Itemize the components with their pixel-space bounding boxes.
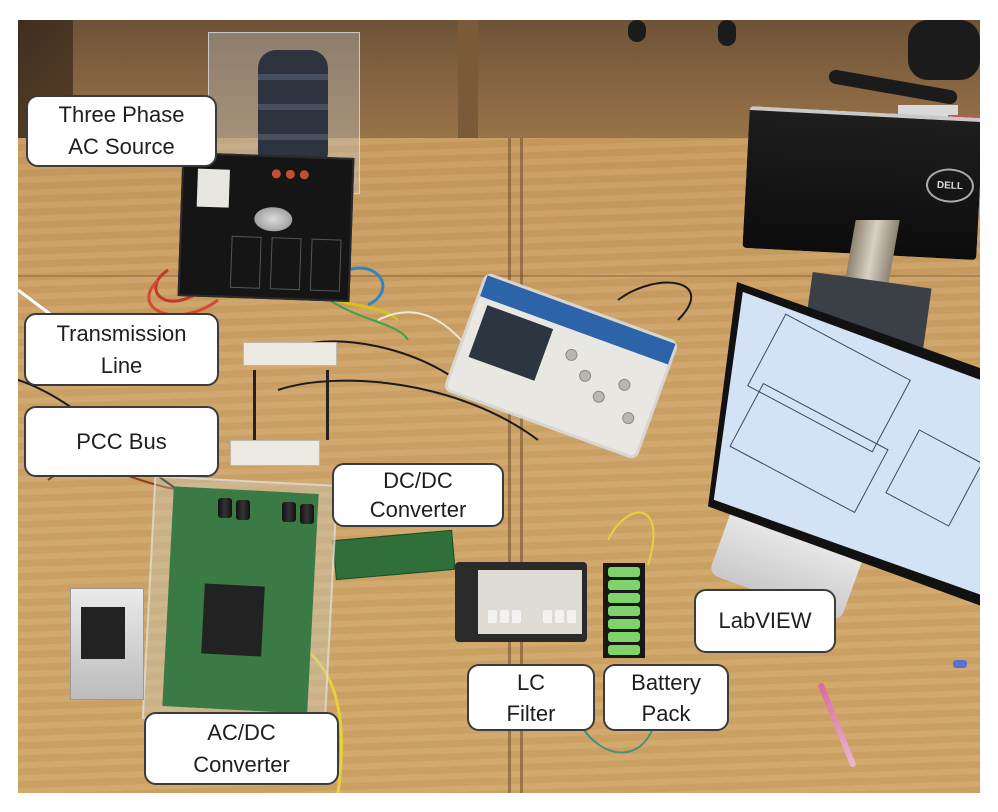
blue-wire xyxy=(347,266,385,307)
capacitor xyxy=(512,610,521,623)
yellow-wire xyxy=(607,511,655,566)
label-line: Converter xyxy=(193,751,290,777)
label-line: PCC Bus xyxy=(76,428,167,454)
label-three-phase-ac-source: Three Phase AC Source xyxy=(26,95,217,167)
knob xyxy=(616,377,633,393)
probe-clips xyxy=(253,370,329,440)
capacitor xyxy=(488,610,497,623)
label-line: Battery xyxy=(631,669,701,695)
power-supply-unit xyxy=(70,588,144,700)
pcc-bus-board xyxy=(230,440,320,466)
terminal-group xyxy=(229,235,262,289)
label-line: Pack xyxy=(641,700,691,726)
capacitor xyxy=(500,610,509,623)
knob xyxy=(620,410,636,426)
capacitor xyxy=(236,500,250,520)
battery-cell xyxy=(608,619,640,629)
terminal-group xyxy=(269,237,302,291)
label-line: Line xyxy=(100,352,143,378)
usb-drive xyxy=(953,660,967,668)
black-wire xyxy=(277,379,539,441)
transmission-line-board xyxy=(243,342,337,366)
capacitor xyxy=(555,610,564,623)
ac-source-panel xyxy=(177,152,355,302)
label-line: Three Phase xyxy=(58,102,185,127)
label-line: Filter xyxy=(506,700,556,726)
black-wire xyxy=(617,281,693,321)
psu-label xyxy=(81,607,125,659)
label-lc-filter: LC Filter xyxy=(467,664,595,731)
battery-cell xyxy=(608,645,640,655)
label-transmission-line: Transmission Line xyxy=(24,313,219,386)
knob xyxy=(577,368,593,384)
red-wire xyxy=(147,278,219,317)
capacitor xyxy=(282,502,296,522)
battery-cell xyxy=(608,632,640,642)
label-line: AC/DC xyxy=(207,719,276,745)
desk-seam xyxy=(520,138,523,793)
cabinet-edge xyxy=(458,20,478,145)
label-battery-pack: Battery Pack xyxy=(603,664,729,731)
capacitor xyxy=(543,610,552,623)
label-line: Transmission xyxy=(56,320,187,346)
knob xyxy=(563,347,580,363)
label-dc-dc-converter: DC/DC Converter xyxy=(332,463,504,527)
knob xyxy=(591,389,607,405)
lc-filter-board xyxy=(478,570,582,634)
label-labview: LabVIEW xyxy=(694,589,836,653)
capacitor xyxy=(300,504,314,524)
terminal-group xyxy=(309,238,342,292)
battery-cell xyxy=(608,567,640,577)
battery-pack-cells xyxy=(603,563,645,658)
chair-wheel xyxy=(628,20,646,42)
label-line: LabVIEW xyxy=(718,608,812,633)
label-pcc-bus: PCC Bus xyxy=(24,406,219,477)
heatsink xyxy=(201,583,265,657)
indicator-light xyxy=(285,169,296,179)
meter xyxy=(196,168,230,208)
chair-wheel xyxy=(718,20,736,46)
indicator-light xyxy=(271,169,282,179)
battery-cell xyxy=(608,580,640,590)
battery-cell xyxy=(608,593,640,603)
label-line: DC/DC xyxy=(383,468,453,493)
chair-seat xyxy=(908,20,980,80)
label-line: AC Source xyxy=(68,134,175,159)
label-line: Converter xyxy=(369,497,467,522)
label-line: LC xyxy=(516,669,546,695)
transformer-coils xyxy=(258,50,328,170)
capacitor xyxy=(567,610,576,623)
labview-monitor xyxy=(708,282,980,612)
capacitor xyxy=(218,498,232,518)
battery-cell xyxy=(608,606,640,616)
indicator-light xyxy=(299,170,309,180)
knob xyxy=(253,206,293,232)
label-ac-dc-converter: AC/DC Converter xyxy=(144,712,339,785)
desk-seam xyxy=(508,138,511,793)
